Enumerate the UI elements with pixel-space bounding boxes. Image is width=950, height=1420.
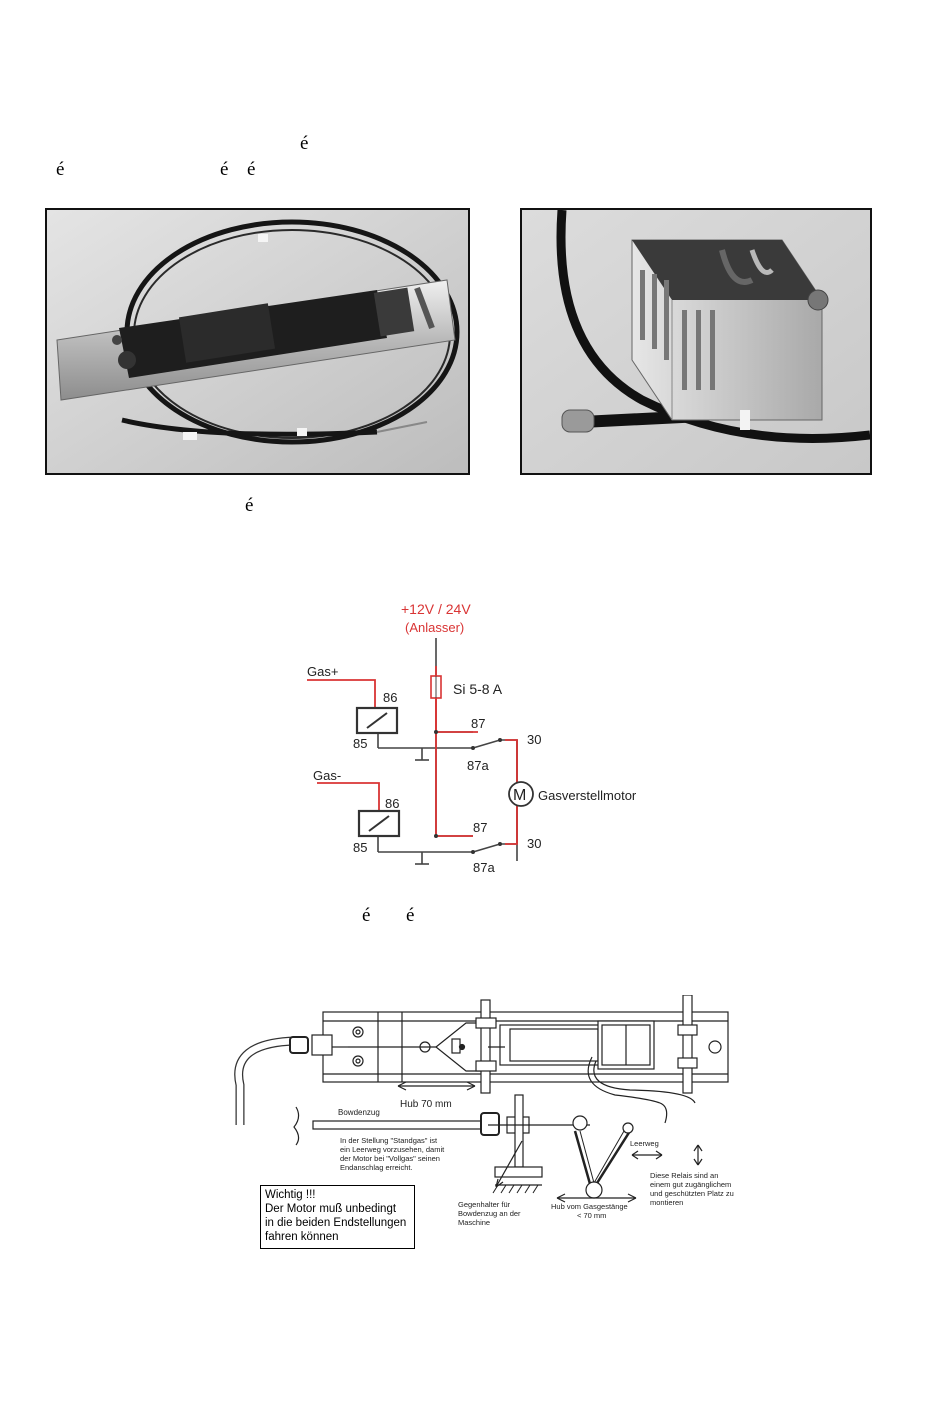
hub-70-label: Hub 70 mm (400, 1099, 452, 1110)
hub-gas-line-2: < 70 mm (577, 1211, 606, 1220)
accent-char: é (56, 159, 65, 180)
supply-sub-label: (Anlasser) (405, 620, 464, 635)
accent-char: é (220, 159, 229, 180)
warning-line-1: Wichtig !!! (265, 1189, 316, 1201)
terminal-87-top: 87 (471, 716, 485, 731)
note-line-2: ein Leerweg vorzusehen, damit (340, 1145, 445, 1154)
bowdenzug-label: Bowdenzug (338, 1108, 380, 1117)
photo-relay-drawing (522, 210, 870, 473)
accent-char: é (247, 159, 256, 180)
relais-note-line-2: einem gut zugänglichem (650, 1180, 731, 1189)
gegenhalter-line-2: Bowdenzug an der (458, 1209, 521, 1218)
gegenhalter-line-3: Maschine (458, 1218, 490, 1227)
mechanical-installation-diagram: Hub 70 mm Bowdenzug In der Stellung "Sta… (234, 995, 734, 1227)
photo-actuator-drawing (47, 210, 468, 473)
terminal-87a-bottom: 87a (473, 860, 495, 875)
note-line-4: Endanschlag erreicht. (340, 1163, 413, 1172)
terminal-85-top: 85 (353, 736, 367, 751)
gas-plus-label: Gas+ (307, 664, 338, 679)
terminal-87-bottom: 87 (473, 820, 487, 835)
photo-relay-box (520, 208, 872, 475)
fuse-label: Si 5-8 A (453, 681, 503, 697)
hub-gas-line-1: Hub vom Gasgestänge (551, 1202, 628, 1211)
terminal-30-top: 30 (527, 732, 541, 747)
terminal-85-bottom: 85 (353, 840, 367, 855)
terminal-30-bottom: 30 (527, 836, 541, 851)
terminal-87a-top: 87a (467, 758, 489, 773)
accent-char: é (406, 905, 415, 926)
gegenhalter-line-1: Gegenhalter für (458, 1200, 511, 1209)
relay-circuit-diagram: M +12V / 24V (Anlasser) Si 5-8 A Gas+ Ga… (307, 601, 637, 875)
photo-actuator-open (45, 208, 470, 475)
relais-note-line-4: montieren (650, 1198, 683, 1207)
gas-minus-label: Gas- (313, 768, 341, 783)
accent-char: é (300, 133, 309, 154)
relais-note-line-1: Diese Relais sind an (650, 1171, 718, 1180)
terminal-86-top: 86 (383, 690, 397, 705)
warning-line-2: Der Motor muß unbedingt (265, 1203, 397, 1215)
warning-box: Wichtig !!! Der Motor muß unbedingt in d… (260, 1185, 415, 1249)
supply-label: +12V / 24V (401, 601, 471, 617)
warning-line-3: in die beiden Endstellungen (265, 1217, 407, 1229)
relais-note-line-3: und geschützten Platz zu (650, 1189, 734, 1198)
motor-symbol (508, 781, 534, 807)
warning-line-4: fahren können (265, 1231, 339, 1243)
leerweg-label: Leerweg (630, 1139, 659, 1148)
terminal-86-bottom: 86 (385, 796, 399, 811)
note-line-3: der Motor bei "Vollgas" seinen (340, 1154, 440, 1163)
accent-char: é (362, 905, 371, 926)
motor-label: Gasverstellmotor (538, 788, 637, 803)
accent-char: é (245, 495, 254, 516)
note-line-1: In der Stellung "Standgas" ist (340, 1136, 438, 1145)
motor-symbol-letter: M (513, 787, 526, 804)
